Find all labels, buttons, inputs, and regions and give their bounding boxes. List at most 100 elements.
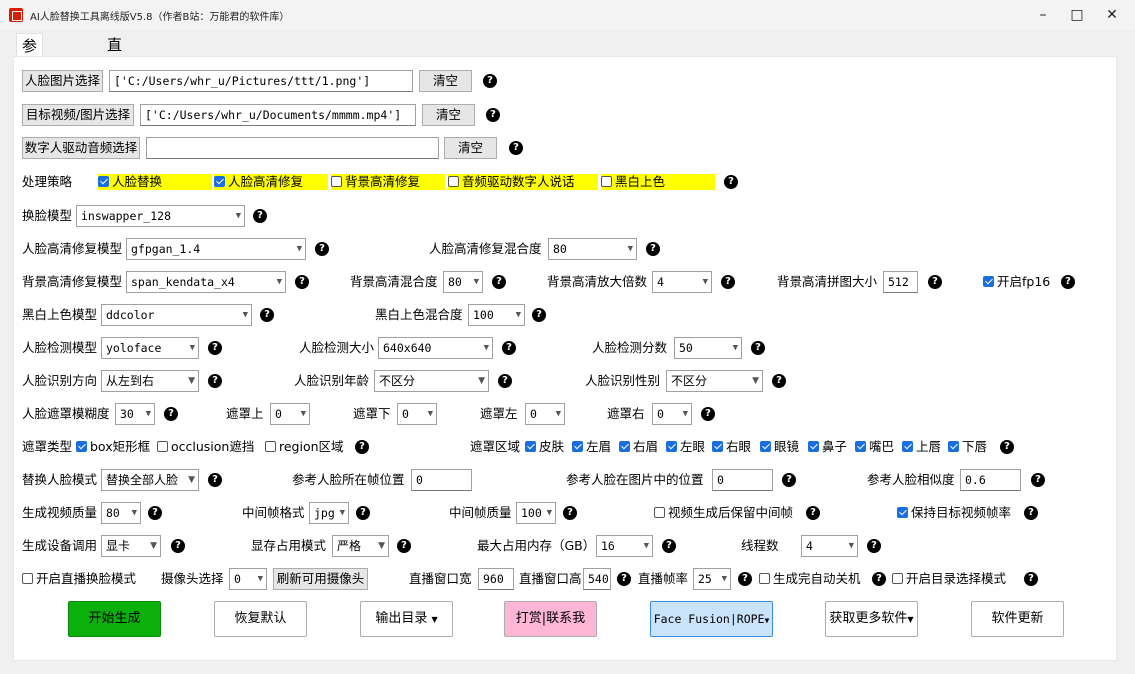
minimize-button[interactable]: – (1039, 7, 1047, 23)
help-icon[interactable]: ? (1000, 440, 1014, 454)
help-icon[interactable]: ? (260, 308, 274, 322)
help-icon[interactable]: ? (397, 539, 411, 553)
help-icon[interactable]: ? (253, 209, 267, 223)
mask-region-skin-checkbox[interactable]: 皮肤 (525, 439, 564, 455)
maximize-button[interactable]: □ (1070, 7, 1084, 23)
strategy-bg-enhance-checkbox[interactable]: 背景高清修复 (331, 174, 445, 190)
audio-select-button[interactable]: 数字人驱动音频选择 (22, 137, 140, 159)
swap-model-select[interactable]: inswapper_128▼ (76, 205, 245, 227)
threads-select[interactable]: 4▼ (801, 535, 858, 557)
auto-shutdown-checkbox[interactable]: 生成完自动关机 (759, 571, 861, 587)
face-image-path-input[interactable]: ['C:/Users/whr_u/Pictures/ttt/1.png'] (109, 70, 413, 92)
live-width-input[interactable]: 960 (478, 568, 514, 590)
target-video-path-input[interactable]: ['C:/Users/whr_u/Documents/mmmm.mp4'] (140, 104, 416, 126)
frame-quality-select[interactable]: 100▼ (516, 502, 556, 524)
help-icon[interactable]: ? (724, 175, 738, 189)
close-button[interactable]: ✕ (1106, 7, 1118, 23)
keep-frame-rate-checkbox[interactable]: 保持目标视频帧率 (897, 505, 1011, 521)
help-icon[interactable]: ? (498, 374, 512, 388)
strategy-audio-driven-checkbox[interactable]: 音频驱动数字人说话 (448, 174, 598, 190)
help-icon[interactable]: ? (782, 473, 796, 487)
help-icon[interactable]: ? (492, 275, 506, 289)
face-enhance-blend-select[interactable]: 80▼ (548, 238, 637, 260)
audio-clear-button[interactable]: 清空 (444, 137, 497, 159)
reset-button[interactable]: 恢复默认 (214, 601, 307, 637)
mask-region-mouth-checkbox[interactable]: 嘴巴 (855, 439, 894, 455)
recog-age-select[interactable]: 不区分▼ (374, 370, 489, 392)
start-button[interactable]: 开始生成 (68, 601, 161, 637)
help-icon[interactable]: ? (662, 539, 676, 553)
camera-select[interactable]: 0▼ (229, 568, 267, 590)
bg-enhance-model-select[interactable]: span_kendata_x4▼ (126, 271, 286, 293)
ref-similarity-input[interactable]: 0.6 (960, 469, 1021, 491)
mask-region-left-brow-checkbox[interactable]: 左眉 (572, 439, 611, 455)
tab-params[interactable]: 参数配置 (16, 33, 44, 127)
help-icon[interactable]: ? (701, 407, 715, 421)
face-enhance-model-select[interactable]: gfpgan_1.4▼ (126, 238, 306, 260)
help-icon[interactable]: ? (502, 341, 516, 355)
output-dir-button[interactable]: 输出目录 ▼ (360, 601, 453, 637)
help-icon[interactable]: ? (1024, 506, 1038, 520)
face-image-select-button[interactable]: 人脸图片选择 (22, 70, 103, 92)
help-icon[interactable]: ? (1061, 275, 1075, 289)
help-icon[interactable]: ? (295, 275, 309, 289)
target-video-select-button[interactable]: 目标视频/图片选择 (22, 104, 134, 126)
help-icon[interactable]: ? (563, 506, 577, 520)
mask-type-region-checkbox[interactable]: region区域 (265, 439, 344, 455)
help-icon[interactable]: ? (806, 506, 820, 520)
help-icon[interactable]: ? (483, 74, 497, 88)
help-icon[interactable]: ? (315, 242, 329, 256)
mask-top-select[interactable]: 0▼ (270, 403, 310, 425)
mask-left-select[interactable]: 0▼ (525, 403, 565, 425)
face-image-clear-button[interactable]: 清空 (419, 70, 472, 92)
ref-frame-input[interactable]: 0 (411, 469, 472, 491)
mask-bottom-select[interactable]: 0▼ (397, 403, 437, 425)
update-button[interactable]: 软件更新 (971, 601, 1064, 637)
help-icon[interactable]: ? (532, 308, 546, 322)
help-icon[interactable]: ? (721, 275, 735, 289)
help-icon[interactable]: ? (1031, 473, 1045, 487)
help-icon[interactable]: ? (1024, 572, 1038, 586)
target-video-clear-button[interactable]: 清空 (422, 104, 475, 126)
replace-mode-select[interactable]: 替换全部人脸▼ (101, 469, 199, 491)
bg-enhance-tile-input[interactable]: 512 (883, 271, 918, 293)
face-fusion-button[interactable]: Face Fusion|ROPE▼ (650, 601, 773, 637)
mask-blur-select[interactable]: 30▼ (115, 403, 155, 425)
help-icon[interactable]: ? (751, 341, 765, 355)
live-fps-select[interactable]: 25▼ (693, 568, 731, 590)
recog-direction-select[interactable]: 从左到右▼ (101, 370, 199, 392)
frame-format-select[interactable]: jpg▼ (309, 502, 349, 524)
strategy-colorize-checkbox[interactable]: 黑白上色 (601, 174, 715, 190)
help-icon[interactable]: ? (148, 506, 162, 520)
mask-region-nose-checkbox[interactable]: 鼻子 (808, 439, 847, 455)
bg-enhance-blend-select[interactable]: 80▼ (443, 271, 483, 293)
help-icon[interactable]: ? (164, 407, 178, 421)
mask-region-right-eye-checkbox[interactable]: 右眼 (712, 439, 751, 455)
help-icon[interactable]: ? (208, 473, 222, 487)
live-mode-checkbox[interactable]: 开启直播换脸模式 (22, 571, 136, 587)
help-icon[interactable]: ? (509, 141, 523, 155)
refresh-camera-button[interactable]: 刷新可用摄像头 (273, 568, 368, 590)
fp16-checkbox[interactable]: 开启fp16 (983, 274, 1050, 290)
recog-gender-select[interactable]: 不区分▼ (666, 370, 763, 392)
help-icon[interactable]: ? (872, 572, 886, 586)
help-icon[interactable]: ? (646, 242, 660, 256)
strategy-face-swap-checkbox[interactable]: 人脸替换 (98, 174, 212, 190)
help-icon[interactable]: ? (867, 539, 881, 553)
help-icon[interactable]: ? (208, 374, 222, 388)
colorize-model-select[interactable]: ddcolor▼ (101, 304, 252, 326)
video-quality-select[interactable]: 80▼ (101, 502, 141, 524)
max-memory-select[interactable]: 16▼ (596, 535, 653, 557)
help-icon[interactable]: ? (356, 506, 370, 520)
detect-size-select[interactable]: 640x640▼ (378, 337, 493, 359)
audio-path-input[interactable] (146, 137, 439, 159)
strategy-face-enhance-checkbox[interactable]: 人脸高清修复 (214, 174, 328, 190)
mask-type-occlusion-checkbox[interactable]: occlusion遮挡 (157, 439, 254, 455)
ref-position-input[interactable]: 0 (712, 469, 773, 491)
detect-score-select[interactable]: 50▼ (674, 337, 742, 359)
help-icon[interactable]: ? (928, 275, 942, 289)
mask-region-lower-lip-checkbox[interactable]: 下唇 (948, 439, 987, 455)
mask-region-right-brow-checkbox[interactable]: 右眉 (619, 439, 658, 455)
help-icon[interactable]: ? (208, 341, 222, 355)
tab-live[interactable]: 直播窗口 (107, 36, 123, 126)
